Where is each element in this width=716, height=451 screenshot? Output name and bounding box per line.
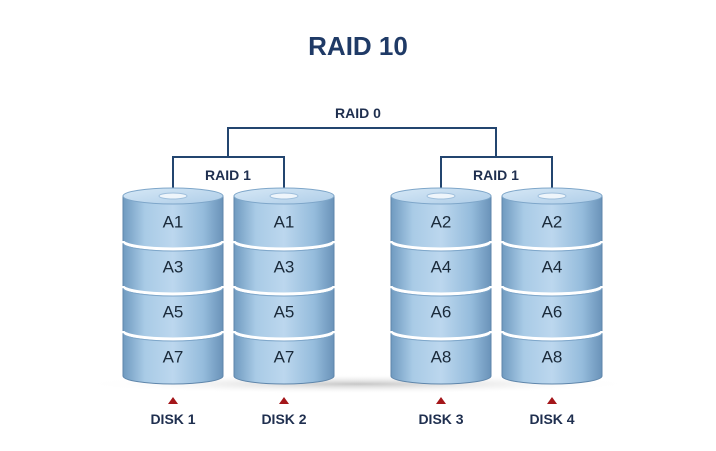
diagram-title: RAID 10 [308,31,408,61]
block-label: A4 [542,258,563,277]
disk-segment-shade [233,287,335,297]
disk-top-hub [269,192,299,200]
disk-top-hub [158,192,188,200]
disk-top-hub [537,192,567,200]
block-label: A2 [431,213,452,232]
disk-label: DISK 2 [261,411,306,427]
up-arrow-icon [168,397,178,404]
disk-top-hub [426,192,456,200]
disk-segment-divider [232,330,336,341]
disk-segment-shade [501,242,603,252]
disk-segment-divider [500,285,604,296]
disk-segment-shade [122,332,224,342]
raid1-group-1-label-bg [195,166,261,184]
disk-segment-divider [389,240,493,251]
raid0-label: RAID 0 [335,105,381,121]
block-label: A7 [163,348,184,367]
disk-segment-divider [121,330,225,341]
disk-segment-shade [233,242,335,252]
block-label: A3 [274,258,295,277]
block-label: A1 [274,213,295,232]
block-label: A5 [163,303,184,322]
raid1-group-2-label-bg [463,166,529,184]
disk-label: DISK 1 [150,411,195,427]
disk-segment-shade [122,242,224,252]
block-label: A3 [163,258,184,277]
disk-segment-divider [232,240,336,251]
disk-segment-divider [389,330,493,341]
disk-segment-shade [233,332,335,342]
disk-segment-divider [500,330,604,341]
disk-segment-shade [501,332,603,342]
block-label: A6 [431,303,452,322]
connector-lines [172,127,553,196]
raid1-group-1-label: RAID 1 [205,167,251,183]
disk-segment-shade [122,287,224,297]
block-label: A5 [274,303,295,322]
raid0-connector [227,127,497,157]
block-label: A8 [431,348,452,367]
block-label: A2 [542,213,563,232]
up-arrow-icon [436,397,446,404]
disk-label: DISK 4 [529,411,574,427]
up-arrow-icon [279,397,289,404]
block-label: A8 [542,348,563,367]
disk-segment-shade [390,287,492,297]
block-label: A1 [163,213,184,232]
disk-segment-shade [390,242,492,252]
raid1-group-2-connector [440,156,553,196]
disk-segment-divider [121,285,225,296]
block-label: A7 [274,348,295,367]
disk-segment-shade [501,287,603,297]
block-label: A6 [542,303,563,322]
disk-segment-divider [389,285,493,296]
disk-label: DISK 3 [418,411,463,427]
raid1-group-1-connector [172,156,285,196]
block-label: A4 [431,258,452,277]
disk-segment-divider [121,240,225,251]
up-arrow-icon [547,397,557,404]
disk-segment-shade [390,332,492,342]
raid0-label-bg [322,104,394,122]
disk-segment-divider [232,285,336,296]
disk-segment-divider [500,240,604,251]
raid1-group-2-label: RAID 1 [473,167,519,183]
